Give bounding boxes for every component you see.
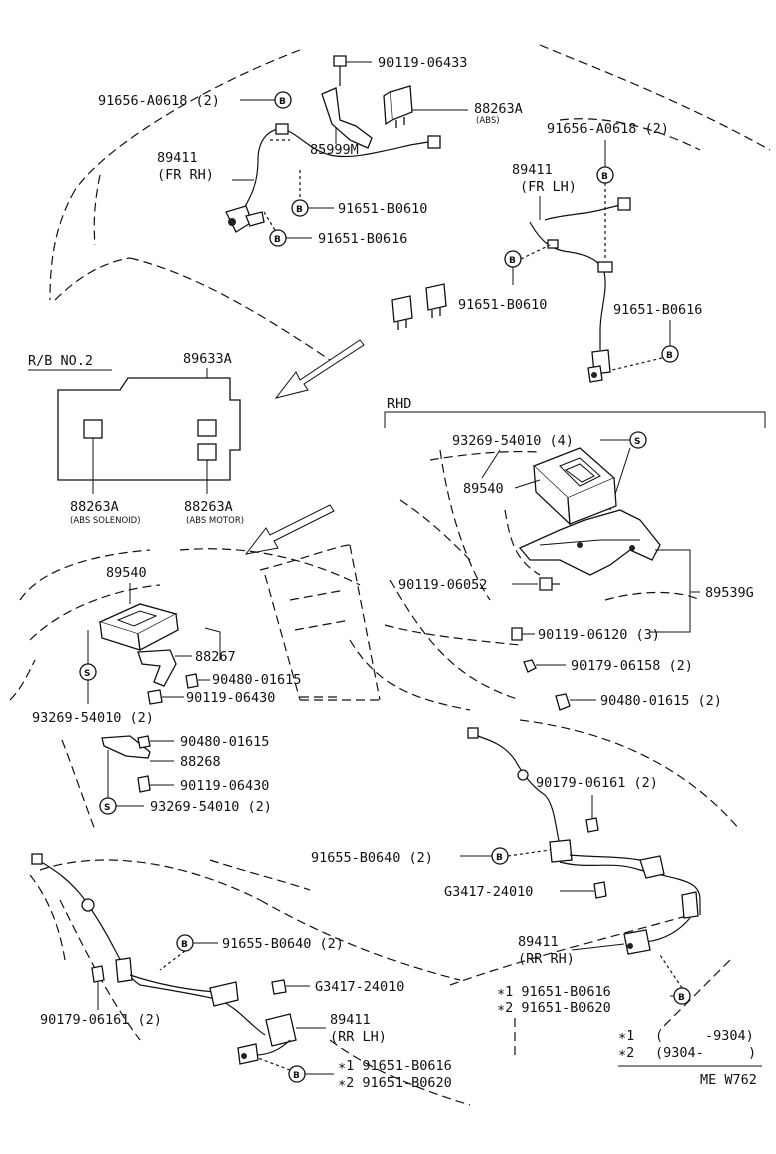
part-label: ∗1 91651-B0616 [497, 984, 611, 1000]
part-label: 90119-06433 [378, 55, 467, 71]
part-label: -9304) [705, 1028, 754, 1044]
lhd-ecu-group: 89540 88267 90480-01615 S 93269-54010 (2… [32, 565, 340, 831]
part-label: 91651-B0610 [458, 297, 547, 313]
rhd-ecu-group: RHD 93269-54010 (4) S 89540 90119-06052 … [384, 396, 766, 711]
part-label: 90119-06052 [398, 577, 487, 593]
part-label: ∗2 91651-B0620 [497, 1000, 611, 1016]
part-label: S [84, 669, 90, 679]
svg-text:): ) [748, 1045, 756, 1061]
part-label: 93269-54010 (2) [32, 710, 154, 726]
part-label: 91656-A0618 (2) [547, 121, 669, 137]
part-label: 90119-06430 [186, 690, 275, 706]
part-label: (ABS) [476, 116, 500, 126]
part-label: 91651-B0610 [338, 201, 427, 217]
part-label: 88268 [180, 754, 221, 770]
part-label: ∗2 91651-B0620 [338, 1075, 452, 1091]
part-label: 90480-01615 [212, 672, 301, 688]
part-label: 89411 [512, 162, 553, 178]
part-label: 89633A [183, 351, 232, 367]
part-label: G3417-24010 [444, 884, 533, 900]
part-label: B [279, 97, 286, 107]
part-label: B [601, 172, 608, 182]
illustration-code: ME W762 [700, 1072, 757, 1088]
part-label: 88267 [195, 649, 236, 665]
part-label: (RR LH) [330, 1029, 387, 1045]
part-label: (RR RH) [518, 951, 575, 967]
part-label: 91651-B0616 [318, 231, 407, 247]
part-label: B [496, 853, 503, 863]
part-label: 90119-06120 (3) [538, 627, 660, 643]
part-label: ∗1 [618, 1028, 634, 1044]
part-label: 88263A [474, 101, 523, 117]
model-year-key: ∗1 ( -9304) ∗2 (9304- ) ME W762 [618, 1028, 762, 1088]
part-label: (FR RH) [157, 167, 214, 183]
part-label: (ABS SOLENOID) [70, 516, 141, 526]
part-label: 88263A [70, 499, 119, 515]
part-label: ∗2 [618, 1045, 634, 1061]
part-label: ∗1 91651-B0616 [338, 1058, 452, 1074]
part-label: B [296, 205, 303, 215]
part-number-label: 91656-A0618 (2) [98, 93, 220, 109]
part-label: 85999M [310, 142, 359, 158]
part-label: 89411 [518, 934, 559, 950]
part-label: 89411 [330, 1012, 371, 1028]
part-label: 91655-B0640 (2) [222, 936, 344, 952]
part-label: (9304- [655, 1045, 704, 1061]
part-label: 89540 [463, 481, 504, 497]
part-label: 90179-06161 (2) [40, 1012, 162, 1028]
direction-arrows [244, 339, 365, 555]
rr-lh-sensor-group: B 91655-B0640 (2) G3417-24010 90179-0616… [31, 853, 452, 1091]
part-label: 90480-01615 [180, 734, 269, 750]
part-label: S [634, 437, 640, 447]
svg-text:(: ( [655, 1028, 663, 1044]
part-label: B [509, 256, 516, 266]
part-label: R/B NO.2 [28, 353, 93, 369]
part-label: G3417-24010 [315, 979, 404, 995]
part-label: S [104, 803, 110, 813]
part-label: B [181, 940, 188, 950]
rr-rh-sensor-group: 90179-06161 (2) 91655-B0640 (2) B G3417-… [311, 727, 701, 1060]
part-label: 93269-54010 (4) [452, 433, 574, 449]
part-label: 89539G [705, 585, 754, 601]
relay-block-no2: R/B NO.2 89633A 88263A (ABS SOLENOID) 88… [28, 351, 244, 526]
fr-lh-sensor-group: 91656-A0618 (2) B 89411 (FR LH) B 91651-… [391, 121, 702, 383]
part-label: 91655-B0640 (2) [311, 850, 433, 866]
part-label: 90119-06430 [180, 778, 269, 794]
part-label: 91651-B0616 [613, 302, 702, 318]
part-label: B [678, 993, 685, 1003]
part-label: 89411 [157, 150, 198, 166]
part-label: B [666, 351, 673, 361]
part-label: (ABS MOTOR) [186, 516, 244, 526]
part-label: (FR LH) [520, 179, 577, 195]
part-label: 93269-54010 (2) [150, 799, 272, 815]
part-label: 88263A [184, 499, 233, 515]
part-label: RHD [387, 396, 411, 412]
part-label: 90179-06161 (2) [536, 775, 658, 791]
part-label: 89540 [106, 565, 147, 581]
part-label: 90179-06158 (2) [571, 658, 693, 674]
part-label: B [293, 1071, 300, 1081]
part-label: 90480-01615 (2) [600, 693, 722, 709]
fr-rh-sensor-group: B 91656-A0618 (2) 90119-06433 85999M 882… [98, 55, 523, 247]
part-label: B [274, 235, 281, 245]
